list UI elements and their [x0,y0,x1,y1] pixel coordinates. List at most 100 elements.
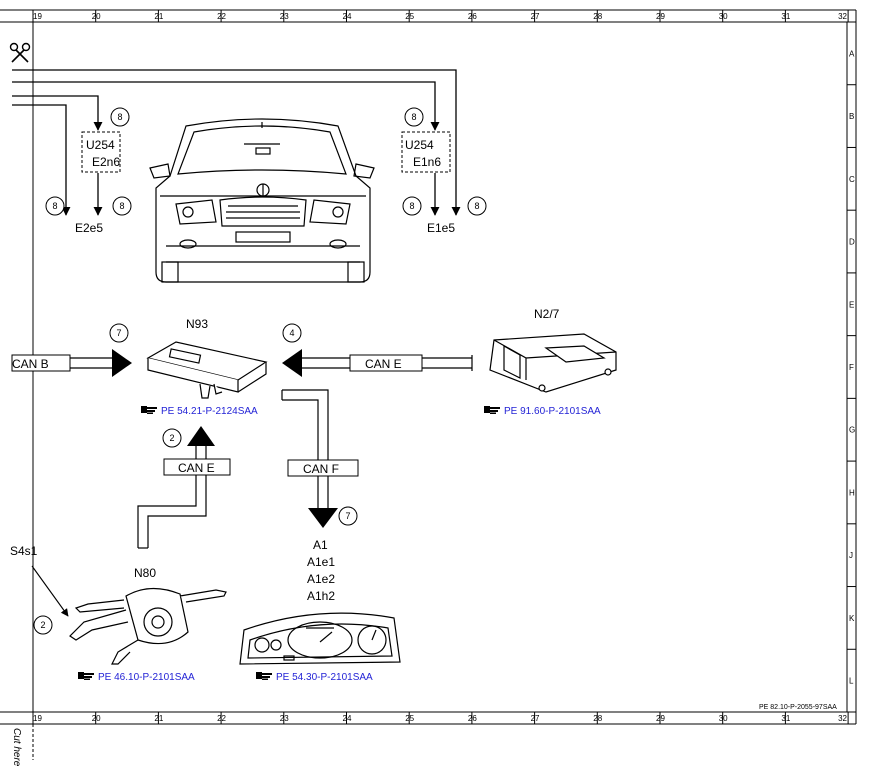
svg-text:8: 8 [411,112,416,122]
column-number: 24 [343,714,352,723]
n93-label: N93 [186,317,208,331]
s4s1-label: S4s1 [10,544,38,558]
reference-link-a1-ref[interactable]: PE 54.30-P-2101SAA [256,672,373,683]
row-letter: H [849,488,855,497]
svg-text:8: 8 [474,201,479,211]
column-number: 25 [405,12,414,21]
e1e5-label: E1e5 [427,221,455,235]
n2-7-label: N2/7 [534,307,560,321]
svg-text:4: 4 [289,328,294,338]
svg-text:8: 8 [52,201,57,211]
callout-c-u254l-top: 8 [110,107,130,127]
n80-steering-column-module [69,587,227,665]
column-number: 21 [154,714,163,723]
reference-text[interactable]: PE 91.60-P-2101SAA [504,406,601,417]
reference-text[interactable]: PE 54.30-P-2101SAA [276,672,373,683]
references: PE 54.21-P-2124SAA PE 91.60-P-2101SAA PE 4… [78,406,601,683]
u254-right-box: U254 E1n6 [401,131,451,173]
row-letter: G [849,426,855,435]
column-number: 30 [719,714,728,723]
column-number: 31 [781,714,790,723]
a1h2-label: A1h2 [307,589,335,603]
reference-hand-icon [141,406,157,414]
can-e-right-label: CAN E [365,357,402,371]
column-number: 19 [33,12,42,21]
row-letter: K [849,614,855,623]
can-f-box [287,459,359,477]
u254-left-box: U254 E2n6 [81,131,121,173]
column-number: 32 [838,12,847,21]
reference-link-n2-7-ref[interactable]: PE 91.60-P-2101SAA [484,406,601,417]
reference-hand-icon [78,672,94,680]
callout-c-can-e-left: 2 [162,428,182,448]
can-e-left-label: CAN E [178,461,215,475]
row-letter: J [849,551,853,560]
e2e5-label: E2e5 [75,221,103,235]
vehicle-front-illustration [149,118,375,283]
column-number: 26 [468,714,477,723]
reference-hand-icon [256,672,272,680]
callout-c-u254r-bottom: 8 [402,196,422,216]
svg-text:8: 8 [119,201,124,211]
column-number: 31 [781,12,790,21]
can-e-left-box [163,458,231,476]
cut-here-label: Cut here [11,728,22,767]
reference-link-n93-ref[interactable]: PE 54.21-P-2124SAA [141,406,258,417]
column-number: 22 [217,12,226,21]
row-letter: D [849,238,855,247]
column-number: 29 [656,714,665,723]
column-number: 20 [92,12,101,21]
can-f-label: CAN F [303,462,339,476]
row-letter: E [849,300,854,309]
column-number: 28 [593,12,602,21]
svg-text:7: 7 [116,328,121,338]
callout-c-e2e5: 8 [45,196,65,216]
column-number: 29 [656,12,665,21]
row-letter: A [849,49,855,58]
svg-text:2: 2 [169,433,174,443]
row-letter: L [849,677,854,686]
u254-right-label: U254 [405,138,434,152]
can-b-label: CAN B [12,357,49,371]
reference-text[interactable]: PE 46.10-P-2101SAA [98,672,195,683]
callouts: 8 8 8 8 8 8 7 4 2 7 2 [33,107,487,635]
column-number: 21 [154,12,163,21]
svg-text:8: 8 [117,112,122,122]
callout-c-u254l-bottom: 8 [112,196,132,216]
e2n6-label: E2n6 [92,155,120,169]
column-number: 26 [468,12,477,21]
reference-link-n80-ref[interactable]: PE 46.10-P-2101SAA [78,672,195,683]
callout-c-can-b: 7 [109,323,129,343]
scissors-icon [9,42,31,63]
column-number: 27 [531,714,540,723]
reference-text[interactable]: PE 54.21-P-2124SAA [161,406,258,417]
s4s1-pointer [31,565,69,617]
u254-left-label: U254 [86,138,115,152]
column-number: 27 [531,12,540,21]
column-number: 32 [838,714,847,723]
row-letter: C [849,175,855,184]
column-number: 28 [593,714,602,723]
row-letter: F [849,363,854,372]
n93-control-unit [146,341,268,399]
can-f-bus [281,389,338,528]
column-number: 23 [280,12,289,21]
instrument-cluster-illustration [239,612,401,665]
column-number: 24 [343,12,352,21]
can-e-left-bus [137,426,215,549]
a1-label: A1 [313,538,328,552]
column-number: 19 [33,714,42,723]
callout-c-can-f: 7 [338,506,358,526]
n80-label: N80 [134,566,156,580]
svg-text:2: 2 [40,620,45,630]
svg-text:8: 8 [409,201,414,211]
callout-c-can-e-right: 4 [282,323,302,343]
e1n6-label: E1n6 [413,155,441,169]
callout-c-e1e5: 8 [467,196,487,216]
a1e1-label: A1e1 [307,555,335,569]
document-id: PE 82.10-P-2055-97SAA [759,704,837,711]
